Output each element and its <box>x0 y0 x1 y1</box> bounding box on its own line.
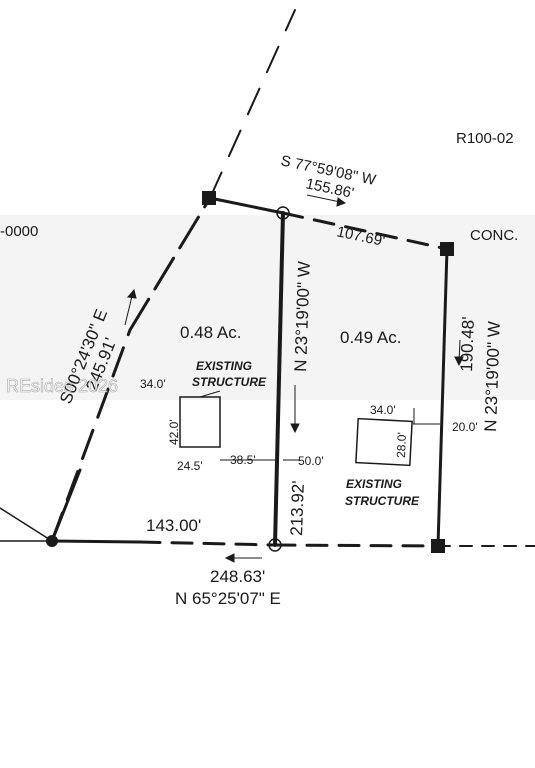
east-arrow-head <box>454 356 464 367</box>
middle-bearing: N 23°19'00" W <box>291 261 314 372</box>
right-structure-setback-east: 20.0' <box>452 420 478 434</box>
middle-arrow-head <box>290 423 300 434</box>
right-structure-setback-west: 50.0' <box>298 454 324 468</box>
west-arrow-head <box>127 288 137 299</box>
existing-structure-left <box>179 396 221 448</box>
right-structure-height: 28.0' <box>394 432 409 458</box>
north-boundary-dashed <box>281 211 449 251</box>
south-boundary-dashed-left <box>138 540 277 547</box>
lot-right-area: 0.49 Ac. <box>340 328 401 347</box>
west-boundary-dashed <box>50 328 132 543</box>
middle-distance: 213.92' <box>287 480 308 536</box>
corner-monument-ne <box>440 242 454 256</box>
middle-lot-line <box>273 211 285 547</box>
south-bearing: N 65°25'07" E <box>175 589 281 608</box>
west-boundary-upper <box>128 196 212 332</box>
west-extension-line <box>209 9 296 199</box>
left-structure-label-1: EXISTING <box>196 359 252 373</box>
left-structure-side: 34.0' <box>140 377 166 391</box>
parcel-id-top-right: R100-02 <box>456 130 514 147</box>
corner-pin-sw <box>46 535 58 547</box>
east-boundary <box>436 247 449 548</box>
lot-left-area: 0.48 Ac. <box>180 323 241 342</box>
south-boundary-dashed-right <box>273 543 440 548</box>
corner-monument-se <box>431 539 445 553</box>
east-distance: 190.48' <box>457 316 478 372</box>
left-structure-height: 42.0' <box>167 419 181 445</box>
north-boundary-solid <box>208 196 285 215</box>
left-structure-label-2: STRUCTURE <box>192 375 267 389</box>
watermark: REsides 2026 <box>6 376 118 396</box>
parcel-id-left: -0000 <box>0 223 38 240</box>
right-structure-label-2: STRUCTURE <box>345 494 420 508</box>
east-bearing: N 23°19'00" W <box>481 321 504 432</box>
existing-structure-right <box>355 417 413 467</box>
adjoining-line <box>0 507 53 542</box>
south-segment: 143.00' <box>146 516 201 535</box>
south-total: 248.63' <box>210 567 265 586</box>
corner-monument-nw <box>202 191 216 205</box>
south-boundary-solid-left <box>50 539 142 544</box>
north-arrow-head <box>336 197 347 207</box>
left-structure-offset: 38.5' <box>230 453 256 467</box>
left-structure-width: 24.5' <box>177 459 203 473</box>
right-structure-label-1: EXISTING <box>346 477 402 491</box>
south-arrow-head <box>224 553 235 563</box>
right-structure-width: 34.0' <box>370 403 396 417</box>
monument-note: CONC. <box>470 227 518 244</box>
west-boundary-solid <box>50 468 82 543</box>
structure-leader <box>199 390 221 398</box>
